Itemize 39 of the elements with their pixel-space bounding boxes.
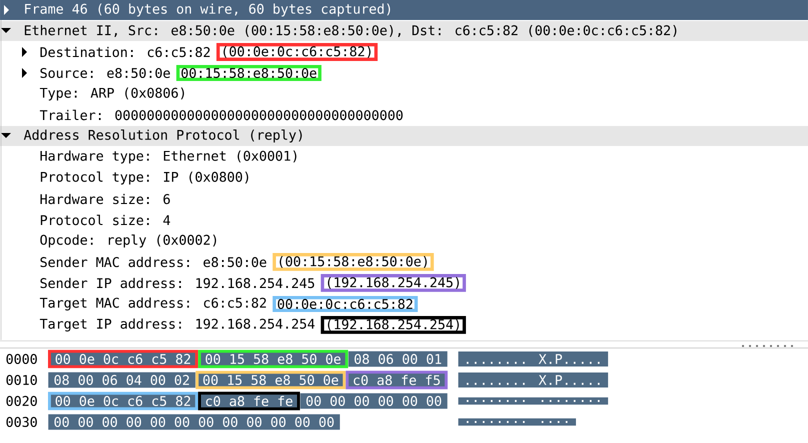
tree-row-text: Sender MAC address: e8:50:0e (40, 256, 266, 268)
ascii-text: ........ X.P..... (458, 351, 608, 367)
hex-bytes: 08 06 00 01 (348, 351, 448, 367)
highlighted-bytes: c0 a8 fe f5 (346, 370, 448, 390)
hex-bytes: 08 00 06 04 00 02 (48, 372, 196, 388)
tree-row-text: Sender IP address: 192.168.254.245 (40, 278, 314, 288)
highlighted-value: (192.168.254.254) (320, 316, 466, 334)
hex-offset: 0030 (6, 416, 37, 428)
tree-row-text: Type: ARP (0x0806) (40, 88, 184, 100)
highlighted-bytes: 00 0e 0c c6 c5 82 (48, 392, 198, 410)
tree-row-text: Target IP address: 192.168.254.254 (40, 318, 315, 332)
hex-offset: 0020 (6, 396, 37, 406)
tree-row-text: Ethernet II, Src: e8:50:0e (00:15:58:e8:50:0e), Dst: c6:c5:82 (00:0e:0c:c6:c5:82) (24, 25, 676, 37)
tree-row-text: Destination: c6:c5:82 (40, 46, 210, 58)
highlighted-value: (192.168.254.245) (320, 274, 466, 292)
highlighted-bytes: 00 0e 0c c6 c5 82 (48, 350, 198, 368)
ascii-text: ........ ........ (458, 397, 608, 405)
tree-row-text: Hardware type: Ethernet (0x0001) (40, 150, 296, 164)
highlighted-bytes: 00 15 58 e8 50 0e (196, 370, 346, 390)
hex-offset: 0010 (6, 374, 37, 386)
highlighted-value: 00:15:58:e8:50:0e (176, 64, 322, 82)
tree-row-text: Trailer: 000000000000000000000000000000000000 (40, 110, 403, 120)
tree-row-text: Protocol type: IP (0x0800) (40, 172, 248, 184)
ascii-text: ........ X.P..... (458, 372, 608, 388)
highlighted-value: 00:0e:0c:c6:c5:82 (272, 296, 418, 312)
tree-row-text: Address Resolution Protocol (reply) (24, 130, 302, 142)
tree-row-text: Hardware size: 6 (40, 194, 170, 204)
highlighted-value: (00:0e:0c:c6:c5:82) (216, 43, 378, 61)
tree-row-text: Protocol size: 4 (40, 214, 170, 226)
ascii-text: ........ .... (458, 418, 576, 426)
highlighted-bytes: 00 15 58 e8 50 0e (198, 350, 348, 368)
highlighted-value: (00:15:58:e8:50:0e) (272, 253, 434, 271)
tree-row-text: Target MAC address: c6:c5:82 (40, 297, 266, 310)
tree-row-text: Opcode: reply (0x0002) (40, 234, 216, 248)
tree-row-text: Frame 46 (60 bytes on wire, 60 bytes captured) (25, 4, 390, 16)
hex-bytes: 00 00 00 00 00 00 (300, 393, 448, 409)
hex-offset: 0000 (6, 354, 37, 364)
highlighted-bytes: c0 a8 fe fe (198, 392, 300, 410)
hex-bytes: 00 00 00 00 00 00 00 00 00 00 00 00 (48, 414, 340, 430)
